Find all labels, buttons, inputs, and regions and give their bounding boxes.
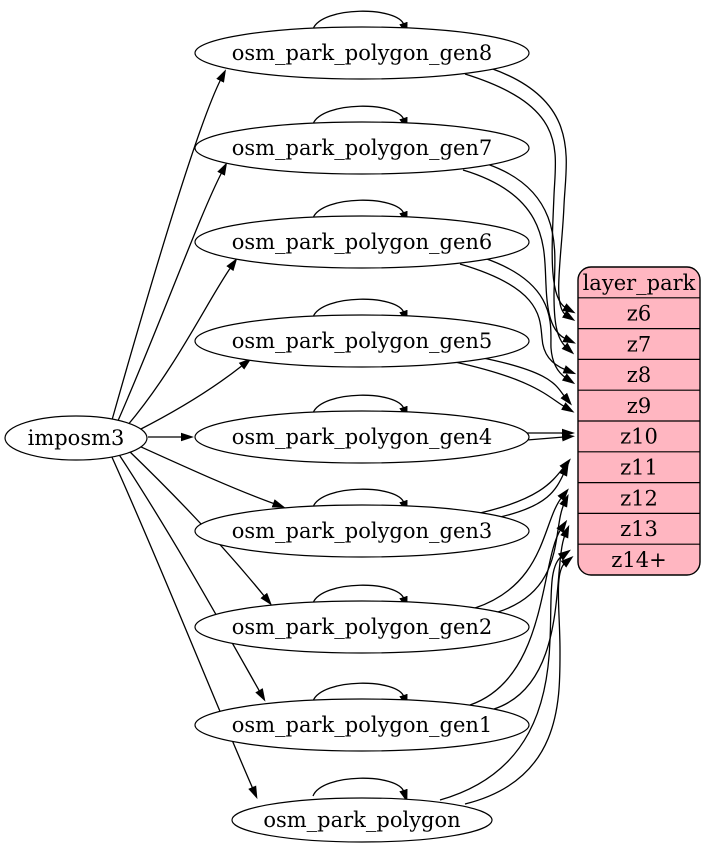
edge-gen1-z13-1 xyxy=(469,519,568,706)
node-imposm3: imposm3 xyxy=(4,415,148,461)
node-gen8-shape xyxy=(194,26,530,80)
node-gen4: osm_park_polygon_gen4 xyxy=(194,410,530,464)
node-gen1-label: osm_park_polygon_gen1 xyxy=(232,713,493,737)
edge-gen2-z12-1 xyxy=(474,488,569,609)
node-imposm3-shape xyxy=(4,415,148,461)
node-polygon-label: osm_park_polygon xyxy=(263,808,460,832)
layer-record-row-z13: z13 xyxy=(620,517,658,541)
edge-imposm3-gen8 xyxy=(111,69,226,421)
edges-imposm3-fanout xyxy=(110,69,286,800)
edge-gen3-z11-2 xyxy=(499,463,569,518)
node-gen6: osm_park_polygon_gen6 xyxy=(194,215,530,269)
layer-record-row-z9: z9 xyxy=(627,394,651,418)
edge-imposm3-gen3 xyxy=(138,445,286,508)
edge-gen6-z8-2 xyxy=(483,257,576,385)
edge-gen5-z9-2 xyxy=(454,361,575,413)
edges-self-loops xyxy=(312,10,408,803)
edge-imposm3-gen7 xyxy=(116,162,228,424)
edge-imposm3-polygon xyxy=(110,454,258,800)
self-loop-gen6 xyxy=(312,199,408,225)
edge-gen3-z11-1 xyxy=(479,458,571,514)
self-loop-gen4 xyxy=(312,394,408,420)
node-gen7-label: osm_park_polygon_gen7 xyxy=(232,136,493,160)
layer-record-row-z10: z10 xyxy=(620,425,658,449)
edge-polygon-z14-2 xyxy=(464,556,574,805)
node-gen2-label: osm_park_polygon_gen2 xyxy=(232,615,493,639)
edge-polygon-z14-1 xyxy=(439,549,571,801)
node-gen3: osm_park_polygon_gen3 xyxy=(194,504,530,558)
node-gen4-shape xyxy=(194,410,530,464)
node-gen8-label: osm_park_polygon_gen8 xyxy=(232,41,493,65)
node-gen6-shape xyxy=(194,215,530,269)
layer-record-title: layer_park xyxy=(583,271,696,295)
self-loop-gen1 xyxy=(312,682,408,708)
edge-gen2-z12-2 xyxy=(497,494,569,613)
edge-gen7-z7-1 xyxy=(462,169,576,344)
edge-gen8-z6-2 xyxy=(489,67,576,321)
edge-imposm3-gen6 xyxy=(126,257,238,427)
layer-record-row-z7: z7 xyxy=(627,332,651,356)
layer-record-row-z8: z8 xyxy=(627,363,651,387)
node-gen2-shape xyxy=(194,600,530,654)
node-gen1-shape xyxy=(194,698,530,752)
layer-record-row-z12: z12 xyxy=(620,486,658,510)
node-polygon: osm_park_polygon xyxy=(231,797,493,843)
node-gen5-label: osm_park_polygon_gen5 xyxy=(232,329,493,353)
self-loop-gen2 xyxy=(312,584,408,610)
edge-gen6-z8-1 xyxy=(459,263,577,375)
self-loop-gen5 xyxy=(312,298,408,324)
node-gen3-label: osm_park_polygon_gen3 xyxy=(232,519,493,543)
self-loop-gen7 xyxy=(312,105,408,131)
node-imposm3-label: imposm3 xyxy=(28,426,125,450)
node-gen1: osm_park_polygon_gen1 xyxy=(194,698,530,752)
node-gen7-shape xyxy=(194,121,530,175)
self-loop-polygon xyxy=(312,777,408,803)
edge-gen5-z9-1 xyxy=(477,356,572,406)
edge-imposm3-gen5 xyxy=(138,358,252,431)
edge-imposm3-gen1 xyxy=(117,452,266,702)
node-gen6-label: osm_park_polygon_gen6 xyxy=(232,230,493,254)
layer-record-row-z14: z14+ xyxy=(611,548,666,572)
node-gen5: osm_park_polygon_gen5 xyxy=(194,314,530,368)
edges-tables-to-layer xyxy=(439,67,577,805)
node-gen5-shape xyxy=(194,314,530,368)
layer-record-row-z6: z6 xyxy=(627,302,651,326)
node-gen8: osm_park_polygon_gen8 xyxy=(194,26,530,80)
edge-gen7-z7-2 xyxy=(486,163,575,355)
self-loop-gen8 xyxy=(312,10,408,36)
node-gen3-shape xyxy=(194,504,530,558)
node-gen2: osm_park_polygon_gen2 xyxy=(194,600,530,654)
layer-record: layer_park z6 z7 z8 z9 z10 z11 z12 z13 z… xyxy=(577,266,701,576)
edge-gen4-z10-2 xyxy=(526,432,575,442)
node-polygon-shape xyxy=(231,797,493,843)
node-gen4-label: osm_park_polygon_gen4 xyxy=(232,425,493,449)
self-loop-gen3 xyxy=(312,488,408,514)
layer-record-row-z11: z11 xyxy=(620,456,658,480)
node-gen7: osm_park_polygon_gen7 xyxy=(194,121,530,175)
